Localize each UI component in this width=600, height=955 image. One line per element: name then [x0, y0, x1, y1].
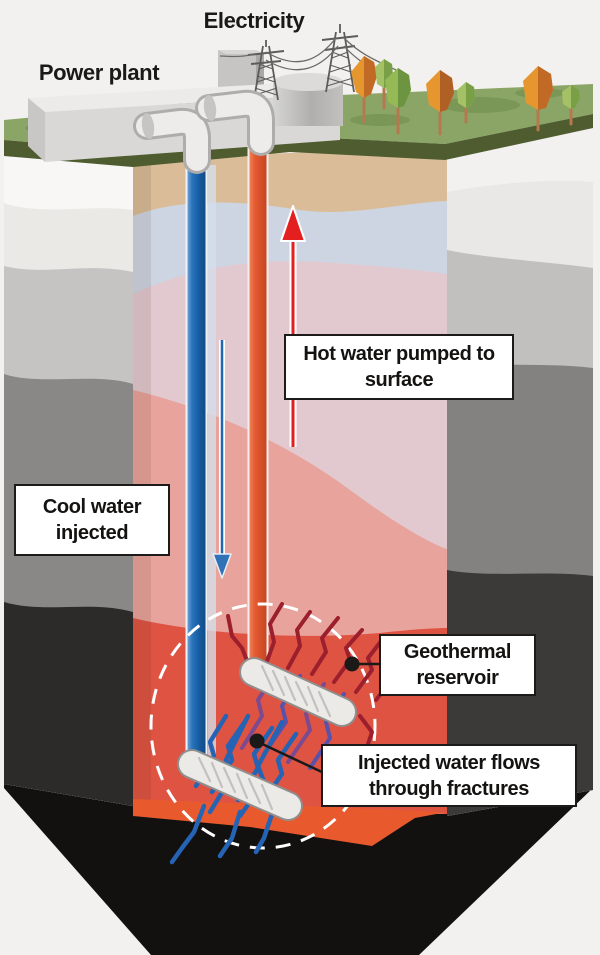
leader-dot — [249, 733, 265, 749]
tree-icon — [523, 66, 553, 132]
tree-icon — [385, 68, 411, 135]
callout-line: injected — [55, 522, 129, 544]
injection-pipe-blue — [185, 157, 208, 771]
tree-icon — [426, 70, 454, 136]
callout-line: Cool water — [42, 496, 142, 518]
pylon-icon — [321, 24, 359, 93]
callout-line: surface — [364, 369, 434, 391]
well-casings — [177, 657, 357, 821]
left-face-strata — [4, 156, 133, 806]
callout-line: Injected water flows — [357, 751, 541, 774]
storage-tank-top — [273, 73, 343, 91]
injection-wellhead-elbow — [136, 110, 208, 171]
tree-icon — [562, 85, 580, 126]
tall-building-roof — [218, 50, 264, 54]
callout-line: reservoir — [416, 667, 499, 689]
main-building-end — [28, 98, 45, 162]
power-plant-label: Power plant — [38, 60, 160, 85]
right-face-strata — [447, 120, 593, 816]
callout-line: Hot water pumped to — [303, 343, 495, 365]
callout-hot-water: Hot water pumped to surface — [284, 334, 514, 400]
callout-injected-water: Injected water flows through fractures — [321, 744, 577, 807]
leader-dot — [344, 656, 360, 672]
callout-geothermal-reservoir: Geothermal reservoir — [379, 634, 536, 696]
main-building-roof — [28, 81, 340, 112]
production-wellhead-elbow — [198, 92, 272, 153]
electricity-label: Electricity — [203, 8, 305, 33]
callout-line: Geothermal — [403, 641, 512, 663]
reservoir-dashed-outline — [149, 602, 377, 850]
callout-line: through fractures — [369, 777, 529, 800]
casing-rings — [260, 664, 332, 718]
trees — [351, 56, 580, 136]
cool-water-arrow-down — [212, 340, 232, 579]
tree-icon — [351, 56, 377, 124]
injection-pipe-shadow — [208, 165, 216, 765]
callout-cool-water: Cool water injected — [14, 484, 170, 556]
leader-lines — [249, 656, 380, 775]
wellhead-elbows — [133, 89, 275, 174]
production-pipe-red — [247, 135, 269, 673]
tree-icon — [457, 82, 475, 124]
casing-rings — [197, 756, 274, 811]
